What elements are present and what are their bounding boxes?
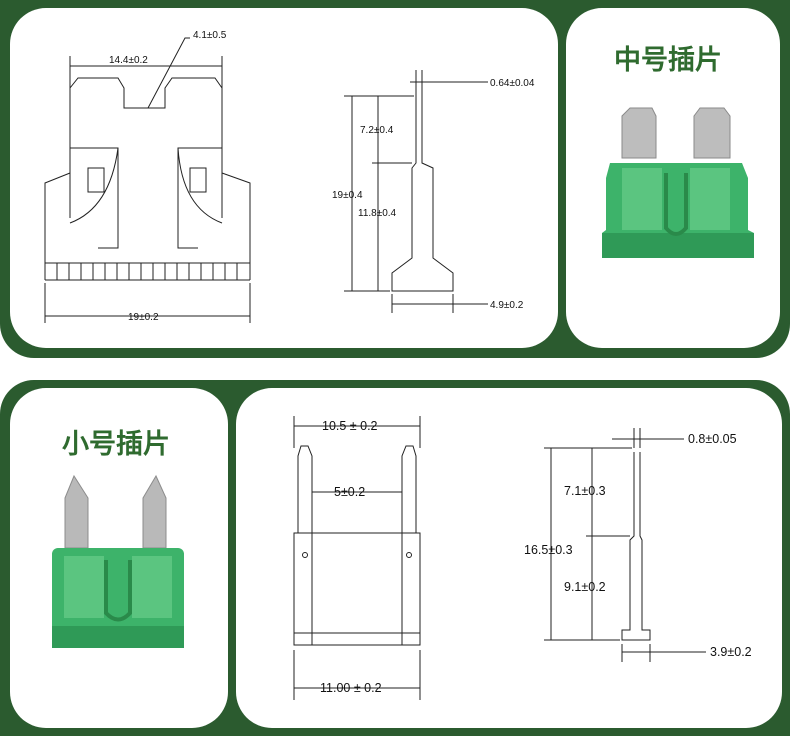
mini-fuse-photo (52, 474, 184, 648)
medium-blade-right-icon (693, 107, 731, 159)
mini-blade-left-icon (64, 474, 89, 549)
mini-blade-right-icon (142, 474, 167, 549)
front-view-shoulder-left (70, 147, 119, 249)
dim-mini-body-width: 11.00 ± 0.2 (320, 681, 382, 695)
mini-fuse-photo-card: 小号插片 (10, 388, 228, 728)
dim-bottom-width: 19±0.2 (128, 312, 159, 323)
front-view-body-outline (44, 172, 251, 264)
dim-mini-side-upper-length: 7.1±0.3 (564, 484, 606, 498)
front-view-left-blade (69, 77, 223, 218)
side-view-blade (391, 88, 454, 292)
medium-fuse-photo (602, 107, 754, 258)
mini-front-right-blade (401, 445, 417, 533)
medium-blade-left-icon (621, 107, 657, 159)
mini-fuse-drawing: 10.5 ± 0.2 5±0.2 11.00 ± 0.2 0.8±0.05 7.… (293, 416, 752, 700)
dim-mini-side-total-height: 16.5±0.3 (524, 543, 573, 557)
dim-mini-side-thickness: 0.8±0.05 (688, 432, 737, 446)
mini-fuse-title: 小号插片 (62, 429, 170, 460)
mini-front-left-blade (297, 445, 313, 533)
mini-fuse-drawing-card: 10.5 ± 0.2 5±0.2 11.00 ± 0.2 0.8±0.05 7.… (236, 388, 782, 728)
front-view-window-right (189, 167, 207, 193)
dim-side-lower-length: 11.8±0.4 (358, 208, 397, 219)
medium-fuse-title: 中号插片 (614, 45, 722, 76)
dim-side-base-width: 4.9±0.2 (490, 300, 524, 311)
dim-mini-outer-width: 10.5 ± 0.2 (322, 419, 378, 433)
dim-side-upper-length: 7.2±0.4 (360, 125, 394, 136)
front-view-grip-ribs (44, 263, 251, 281)
mini-side-blade (621, 452, 651, 641)
front-view-shoulder-right (177, 147, 222, 249)
dim-side-total-height: 19±0.4 (332, 190, 363, 201)
dim-top-width: 14.4±0.2 (109, 55, 148, 66)
medium-fuse-photo-card: 中号插片 (566, 8, 780, 348)
dim-side-thickness: 0.64±0.04 (490, 78, 535, 89)
dim-neck-width: 4.1±0.5 (193, 30, 227, 41)
mini-front-body (293, 532, 421, 646)
front-view-window-left (87, 167, 105, 193)
dim-mini-side-base-width: 3.9±0.2 (710, 645, 752, 659)
dim-mini-side-lower-length: 9.1±0.2 (564, 580, 606, 594)
dim-mini-gap-width: 5±0.2 (334, 485, 365, 499)
medium-fuse-drawing: 14.4±0.2 4.1±0.5 19±0.2 0.64±0.04 7.2±0.… (44, 30, 535, 323)
medium-fuse-drawing-card: 14.4±0.2 4.1±0.5 19±0.2 0.64±0.04 7.2±0.… (10, 8, 558, 348)
